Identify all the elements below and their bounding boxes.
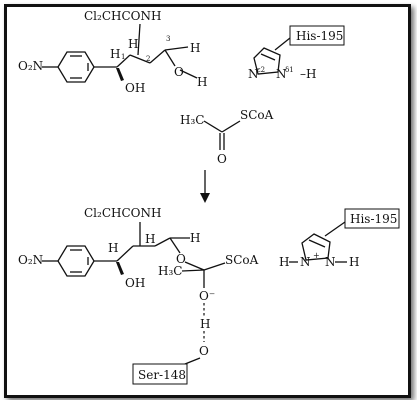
bottom-nitro-label: O₂N (18, 253, 43, 267)
bottom-o-ser: O (199, 344, 209, 358)
top-h-hydroxyl: H (197, 75, 207, 89)
bottom-o-minus: O⁻ (199, 289, 215, 303)
bottom-h3: H (190, 231, 200, 245)
bottom-his-label-box (344, 208, 400, 229)
acetyl-scoa: SCoA (240, 108, 274, 122)
top-subst-label: Cl₂CHCONH (84, 9, 161, 23)
top-substrate: Cl₂CHCONH O₂N H 1 2 H 3 H OH O H (18, 9, 207, 95)
top-epsilon2-label: ε2 (257, 66, 265, 74)
bottom-his-label: His-195 (350, 212, 397, 226)
top-his-label: His-195 (296, 29, 343, 43)
top-his-label-box (289, 25, 345, 46)
acetyl-o: O (217, 152, 227, 166)
top-imidazole-ring (253, 47, 281, 75)
top-c1-number: 1 (121, 53, 125, 61)
bottom-h-left: H (279, 255, 289, 269)
bottom-h-bridge: H (200, 317, 210, 331)
top-c3-number: 3 (166, 35, 170, 43)
top-c2-number: 2 (146, 55, 150, 63)
bottom-h3c: H₃C (158, 264, 182, 278)
top-delta1-label: δ1 (285, 66, 294, 74)
top-n-delta1: N (276, 67, 287, 81)
figure-frame (4, 4, 411, 398)
bottom-n-right: N (325, 255, 336, 269)
top-histidine: His-195 N ε2 N δ1 –H (248, 25, 345, 81)
top-h3: H (190, 41, 200, 55)
bottom-h2: H (145, 232, 155, 246)
ser-label: Ser-148 (138, 368, 186, 382)
top-h1: H (110, 47, 120, 61)
bottom-h-right: H (349, 255, 359, 269)
bottom-h1: H (108, 241, 118, 255)
acetyl-h3c: H₃C (180, 113, 204, 127)
top-nitro-label: O₂N (18, 59, 43, 73)
top-oh: OH (125, 81, 145, 95)
bottom-o: O (176, 252, 186, 266)
bottom-subst-label: Cl₂CHCONH (84, 206, 161, 220)
acetyl-coa: H₃C SCoA O (180, 108, 274, 166)
top-h2: H (128, 37, 138, 51)
top-o: O (174, 65, 184, 79)
reaction-arrow (200, 170, 210, 203)
top-nh: –H (300, 67, 316, 81)
bottom-scoa: SCoA (225, 253, 259, 267)
bottom-n-left: N (300, 255, 311, 269)
ser-label-box (132, 363, 188, 385)
bottom-histidine: His-195 H N + N H (279, 208, 400, 269)
bottom-substrate: Cl₂CHCONH O₂N H H H OH O H₃C SCoA O⁻ H O (18, 206, 259, 385)
bottom-plus: + (313, 251, 320, 260)
top-n-epsilon2: N (248, 67, 259, 81)
bottom-oh: OH (125, 276, 145, 290)
bottom-imidazole-ring (301, 233, 331, 261)
